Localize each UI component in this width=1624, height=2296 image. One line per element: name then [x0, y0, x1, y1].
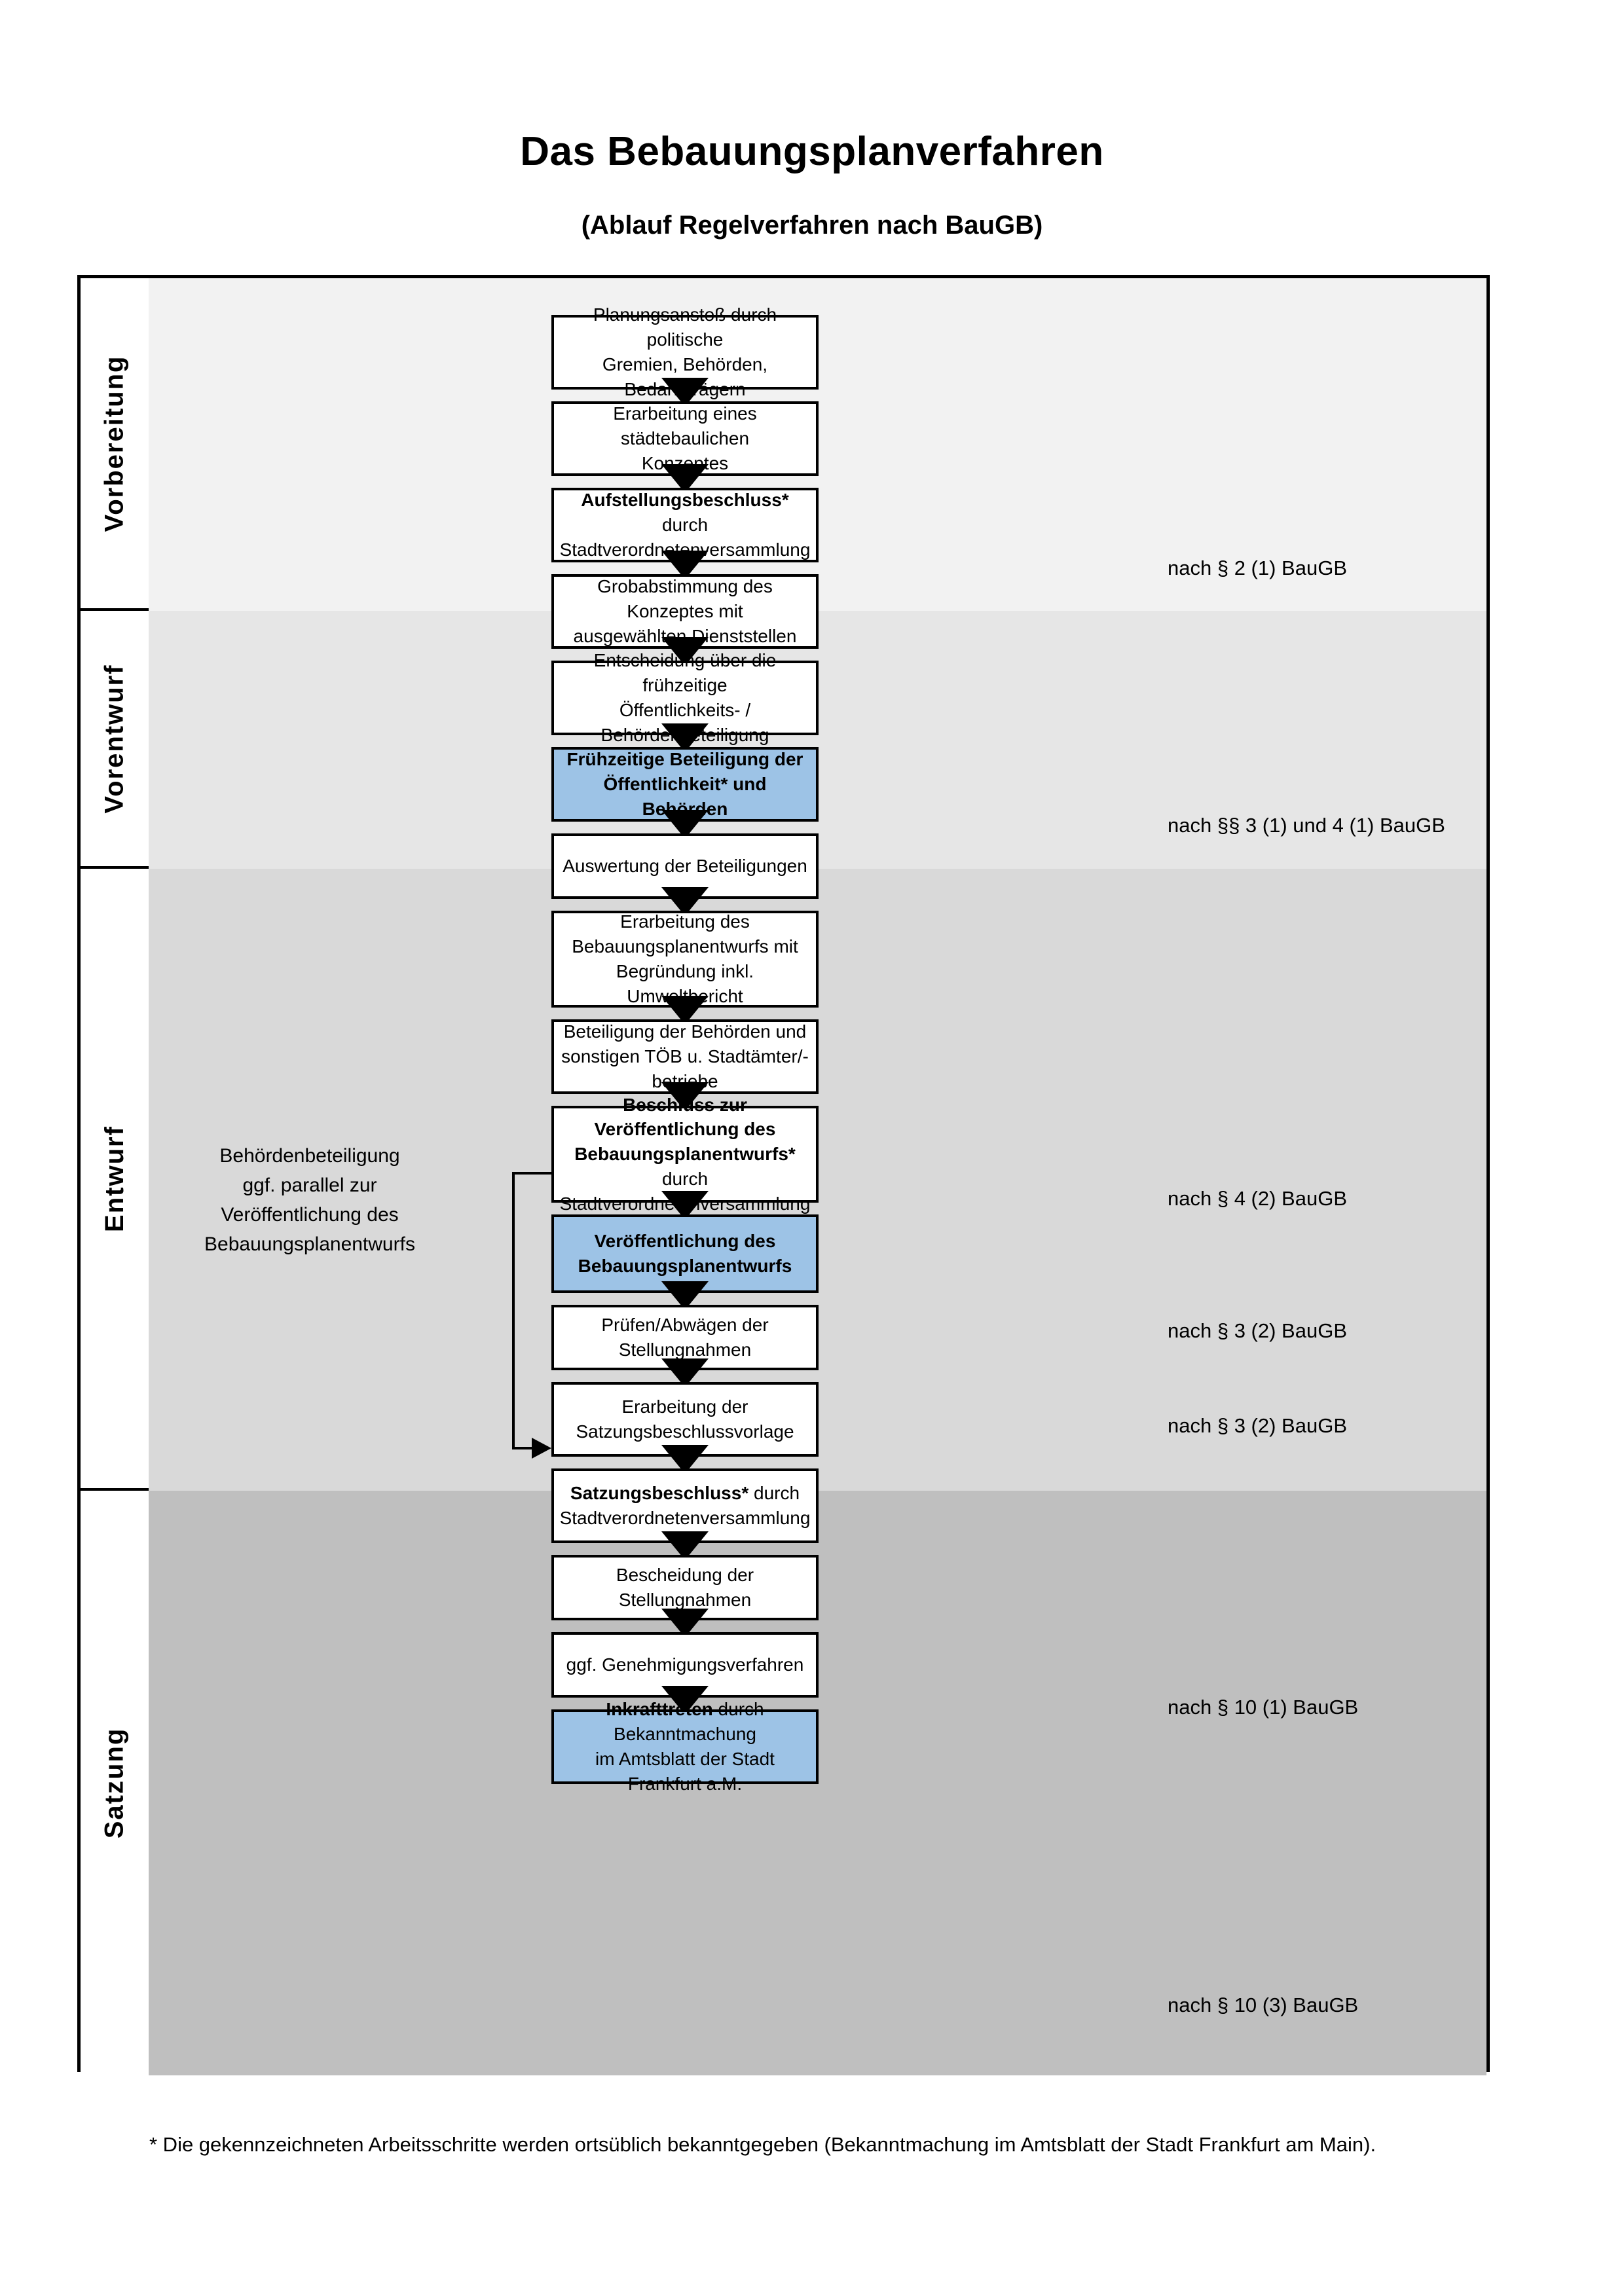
legal-reference-ref-par3-1-4-1: nach §§ 3 (1) und 4 (1) BauGB [1168, 814, 1445, 837]
step-line: Entscheidung über die frühzeitige [593, 650, 777, 696]
phase-label-text: Satzung [100, 1727, 129, 1839]
footnote: * Die gekennzeichneten Arbeitsschritte w… [149, 2133, 1376, 2156]
step-line: Auswertung der Beteiligungen [563, 856, 807, 877]
step-line: Aufstellungsbeschluss* durch [581, 490, 789, 536]
phase-label-entwurf: Entwurf [81, 869, 149, 1491]
process-step-auswertung-beteiligungen[interactable]: Auswertung der Beteiligungen [551, 833, 819, 899]
step-line: ggf. Genehmigungsverfahren [566, 1654, 804, 1675]
phase-label-vorbereitung: Vorbereitung [81, 278, 149, 611]
step-line: Bescheidung der Stellungnahmen [616, 1565, 754, 1610]
step-line: Beteiligung der Behörden und [563, 1021, 807, 1042]
step-line: Grobabstimmung des Konzeptes mit [597, 576, 773, 622]
step-line: Bebauungsplanentwurfs mit [572, 936, 798, 957]
legal-reference-ref-par2-1: nach § 2 (1) BauGB [1168, 556, 1347, 579]
phase-band-vorentwurf [149, 611, 1486, 869]
parallel-bracket-bottom [512, 1447, 532, 1449]
step-line: Satzungsbeschlussvorlage [576, 1421, 794, 1442]
step-line: Erarbeitung eines städtebaulichen [613, 403, 757, 449]
legal-reference-ref-par10-1: nach § 10 (1) BauGB [1168, 1696, 1359, 1719]
side-note-line: ggf. parallel zur [242, 1175, 377, 1196]
step-line: im Amtsblatt der Stadt Frankfurt a.M. [595, 1749, 775, 1794]
phase-label-text: Vorentwurf [100, 663, 129, 814]
step-line: Veröffentlichung des [594, 1231, 776, 1252]
step-line: Bebauungsplanentwurfs [578, 1256, 792, 1276]
step-line: Erarbeitung der [621, 1396, 748, 1417]
side-note-line: Bebauungsplanentwurfs [204, 1233, 415, 1255]
step-line: Frühzeitige Beteiligung der [566, 749, 803, 770]
page-subtitle: (Ablauf Regelverfahren nach BauGB) [581, 211, 1043, 240]
parallel-bracket-top [512, 1172, 551, 1175]
step-line: Stadtverordnetenversammlung [559, 1508, 811, 1528]
phase-label-text: Vorbereitung [100, 355, 129, 532]
page-title: Das Bebauungsplanverfahren [520, 129, 1104, 174]
step-line: Satzungsbeschluss* durch [570, 1483, 800, 1504]
legal-reference-ref-par3-2-a: nach § 3 (2) BauGB [1168, 1319, 1347, 1342]
legal-reference-ref-par4-2: nach § 4 (2) BauGB [1168, 1187, 1347, 1210]
parallel-bracket-vertical [512, 1172, 515, 1447]
step-line: Planungsanstoß durch politische [593, 304, 777, 350]
step-line: Prüfen/Abwägen der Stellungnahmen [601, 1315, 769, 1360]
step-line: Erarbeitung des [620, 911, 750, 932]
phase-label-satzung: Satzung [81, 1491, 149, 2075]
phase-label-vorentwurf: Vorentwurf [81, 611, 149, 869]
step-line: Bebauungsplanentwurfs* durch [574, 1144, 796, 1189]
step-line: Beschluss zur Veröffentlichung des [594, 1094, 776, 1140]
process-step-bescheidung-stellungnahmen[interactable]: Bescheidung der Stellungnahmen [551, 1555, 819, 1620]
parallel-bracket-arrowhead [532, 1438, 551, 1459]
legal-reference-ref-par10-3: nach § 10 (3) BauGB [1168, 1994, 1359, 2016]
legal-reference-ref-par3-2-b: nach § 3 (2) BauGB [1168, 1414, 1347, 1437]
step-line: sonstigen TÖB u. Stadtämter/-betriebe [561, 1046, 809, 1091]
step-line: Inkrafttreten durch Bekanntmachung [606, 1699, 764, 1745]
side-note-line: Veröffentlichung des [221, 1204, 399, 1226]
phase-label-text: Entwurf [100, 1125, 129, 1232]
side-note-line: Behördenbeteiligung [219, 1145, 400, 1167]
